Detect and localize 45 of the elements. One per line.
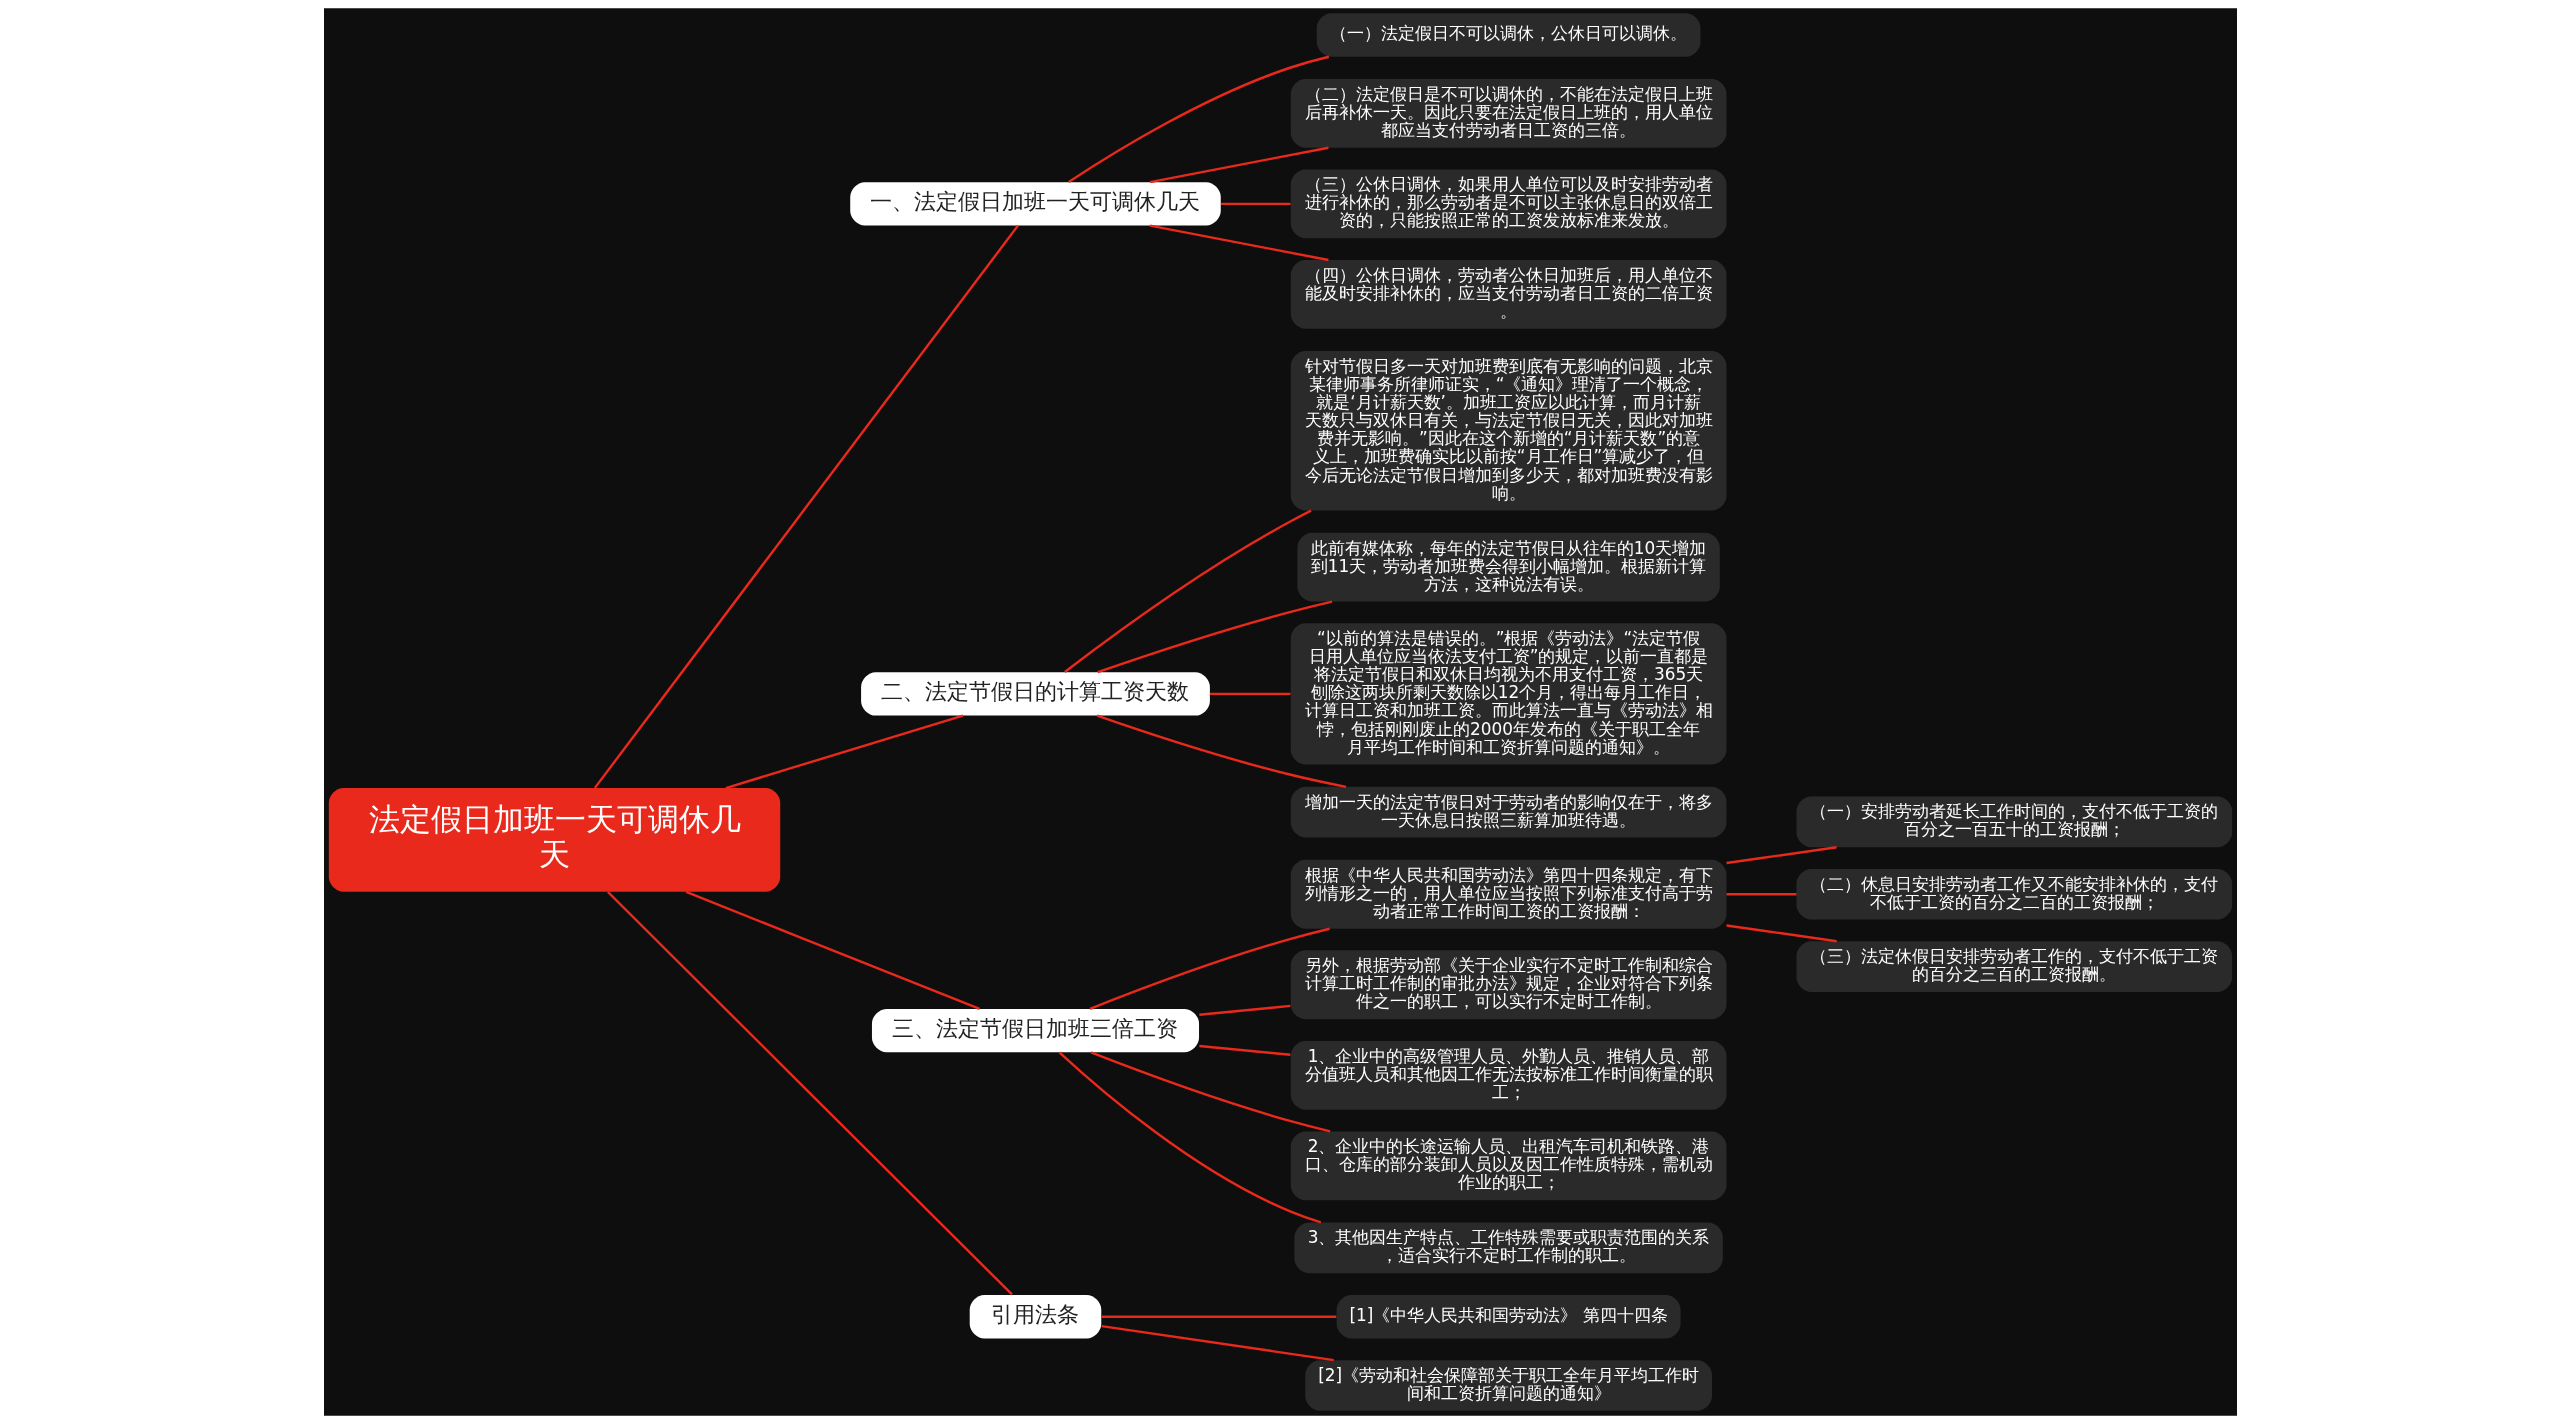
- node-box: “以前的算法是错误的。”根据《劳动法》“法定节假日用人单位应当依法支付工资”的规定，以前一直都是将法定节假日和双休日均视为不用支付工资，365天刨除这两块所剩天数除以12个月，得出每月工作日，计算日工资和加班工资。而此算法一直与《劳动法》相悖，包括刚刚废止的2000年发布的《关于职工全年月平均工作时间和工资折算问题的通知》。: [1290, 623, 1726, 765]
- connector: [1149, 224, 1329, 262]
- connector: [1089, 927, 1330, 1010]
- connector: [1726, 893, 1796, 896]
- node-box: （一）安排劳动者延长工作时间的，支付不低于工资的百分之一百五十的工资报酬；: [1795, 796, 2232, 848]
- node-box: （三）公休日调休，如果用人单位可以及时安排劳动者进行补休的，那么劳动者是不可以主张休息日的双倍工资的，只能按照正常的工资发放标准来发放。: [1290, 169, 1726, 239]
- connector: [606, 891, 1013, 1296]
- connector: [1090, 1051, 1330, 1133]
- connector: [1209, 692, 1290, 696]
- node-box: 另外，根据劳动部《关于企业实行不定时工作制和综合计算工时工作制的审批办法》规定，企业对符合下列条件之一的职工，可以实行不定时工作制。: [1290, 950, 1726, 1020]
- node-box: （一）法定假日不可以调休，公休日可以调休。: [1316, 13, 1700, 57]
- connector: [1101, 1325, 1334, 1362]
- node-box: 三、法定节假日加班三倍工资: [871, 1008, 1199, 1053]
- node-box: 二、法定节假日的计算工资天数: [860, 672, 1210, 716]
- connector: [1220, 202, 1291, 206]
- connector: [1096, 600, 1332, 674]
- node-box: 针对节假日多一天对加班费到底有无影响的问题，北京某律师事务所律师证实，“《通知》理清了一个概念，就是‘月计薪天数’。加班工资应以此计算，而月计薪天数只与双休日有关，与法定节假日无关，因此对加班费并无影响。”因此在这个新增的“月计薪天数”的意义上，加班费确实比以前按“月工作日”算减少了，但今后无论法定节假日增加到多少天，都对加班费没有影响。: [1290, 351, 1726, 511]
- connector: [1149, 146, 1329, 184]
- connector: [1058, 1051, 1321, 1224]
- node-box: [2]《劳动和社会保障部关于职工全年月平均工作时间和工资折算问题的通知》: [1304, 1360, 1712, 1411]
- connector: [1101, 1315, 1336, 1318]
- node-box: 1、企业中的高级管理人员、外勤人员、推销人员、部分值班人员和其他因工作无法按标准工作时间衡量的职工；: [1290, 1040, 1726, 1110]
- connector: [724, 714, 963, 790]
- connector: [593, 224, 1019, 789]
- node-box: 根据《中华人民共和国劳动法》第四十四条规定，有下列情形之一的，用人单位应当按照下列标准支付高于劳动者正常工作时间工资的工资报酬：: [1290, 859, 1726, 929]
- node-box: 2、企业中的长途运输人员、出租汽车司机和铁路、港口、仓库的部分装卸人员以及因工作性质特殊，需机动作业的职工；: [1290, 1131, 1726, 1201]
- connector: [1198, 1004, 1290, 1016]
- node-box: （三）法定休假日安排劳动者工作的，支付不低于工资的百分之三百的工资报酬。: [1795, 941, 2232, 992]
- node-box: （四）公休日调休，劳动者公休日加班后，用人单位不能及时安排补休的，应当支付劳动者日工资的二倍工资。: [1290, 260, 1726, 329]
- connector: [1063, 509, 1312, 673]
- connector: [1725, 924, 1837, 943]
- node-box: 增加一天的法定节假日对于劳动者的影响仅在于，将多一天休息日按照三薪算加班待遇。: [1290, 786, 1726, 838]
- connector: [685, 890, 980, 1010]
- node-box: 引用法条: [969, 1294, 1101, 1339]
- connector: [1096, 714, 1346, 788]
- node-box: 此前有媒体称，每年的法定节假日从往年的10天增加到11天，劳动者加班费会得到小幅增加。根据新计算方法，这种说法有误。: [1296, 532, 1720, 602]
- connector: [1067, 55, 1329, 183]
- node-box: 一、法定假日加班一天可调休几天: [849, 182, 1221, 226]
- connector: [1725, 846, 1837, 865]
- node-box: 3、其他因生产特点、工作特殊需要或职责范围的关系，适合实行不定时工作制的职工。: [1293, 1222, 1723, 1274]
- connector: [1198, 1044, 1290, 1056]
- node-box: [1]《中华人民共和国劳动法》 第四十四条: [1336, 1294, 1681, 1339]
- node-box: （二）法定假日是不可以调休的，不能在法定假日上班后再补休一天。因此只要在法定假日上班的，用人单位都应当支付劳动者日工资的三倍。: [1290, 78, 1726, 148]
- node-box: （二）休息日安排劳动者工作又不能安排补休的，支付不低于工资的百分之二百的工资报酬；: [1795, 868, 2232, 920]
- node-box: 法定假日加班一天可调休几天: [328, 788, 780, 892]
